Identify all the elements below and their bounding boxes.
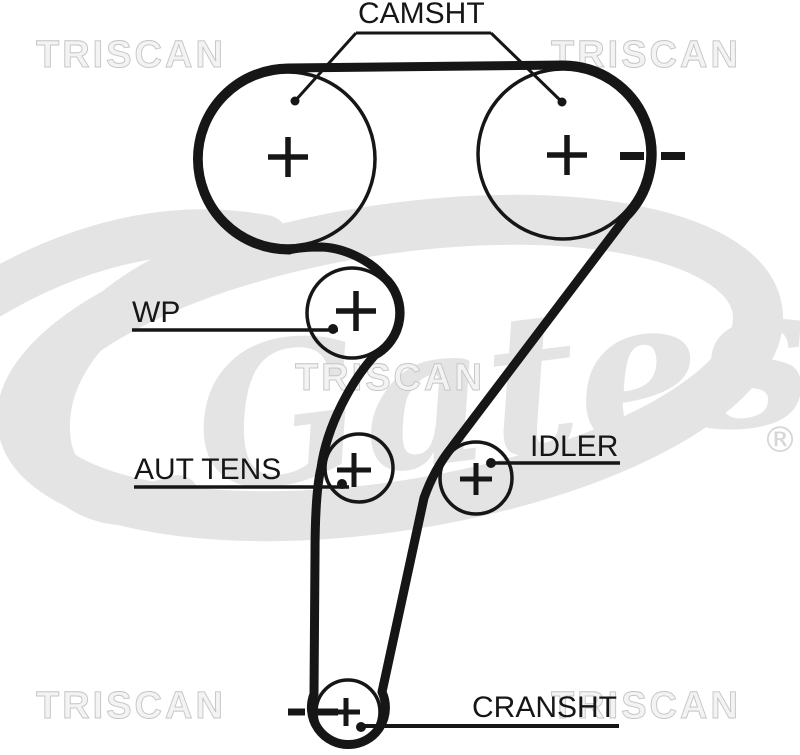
plus-mark-camshaft-right bbox=[547, 135, 587, 175]
pulley-center-marks bbox=[268, 135, 587, 726]
label-camshaft: CAMSHT bbox=[358, 0, 485, 30]
leader-dot-camshaft-left bbox=[290, 96, 300, 106]
label-water-pump: WP bbox=[132, 296, 180, 329]
plus-mark-water-pump bbox=[336, 291, 376, 331]
triscan-watermark-bottom-right: TRISCAN bbox=[551, 685, 741, 727]
plus-mark-idler bbox=[460, 463, 492, 495]
pulley-idler bbox=[438, 440, 514, 516]
triscan-watermark-top-left: TRISCAN bbox=[36, 34, 226, 76]
timing-belt-path bbox=[193, 60, 657, 750]
plus-mark-camshaft-left bbox=[268, 137, 308, 177]
leader-dot-crankshaft bbox=[356, 722, 366, 732]
camshaft-leader-right bbox=[489, 31, 564, 104]
leader-dot-camshaft-right bbox=[557, 97, 567, 107]
plus-mark-auto-tensioner bbox=[337, 453, 371, 487]
registered-trademark-icon: ® bbox=[762, 420, 798, 461]
leader-dot-tensioner bbox=[337, 479, 347, 489]
triscan-watermark-center: TRISCAN bbox=[295, 357, 485, 399]
label-tensioner: AUT TENS bbox=[134, 453, 281, 486]
label-idler: IDLER bbox=[530, 430, 618, 463]
leader-dot-idler bbox=[486, 458, 496, 468]
triscan-watermark-bottom-left: TRISCAN bbox=[36, 685, 226, 727]
alignment-marks bbox=[288, 152, 685, 716]
gates-swoosh-ring bbox=[0, 194, 784, 542]
leader-dot-water-pump bbox=[328, 324, 338, 334]
camshaft-leader-left bbox=[293, 31, 358, 103]
gates-g-swash bbox=[27, 219, 283, 526]
triscan-watermarks: TRISCAN TRISCAN TRISCAN TRISCAN TRISCAN bbox=[36, 34, 741, 728]
component-labels: CAMSHT WP AUT TENS IDLER CRANSHT bbox=[132, 0, 618, 724]
leader-lines bbox=[132, 31, 620, 732]
label-crankshaft: CRANSHT bbox=[472, 691, 617, 724]
gates-logo-text: Gates bbox=[182, 236, 800, 538]
